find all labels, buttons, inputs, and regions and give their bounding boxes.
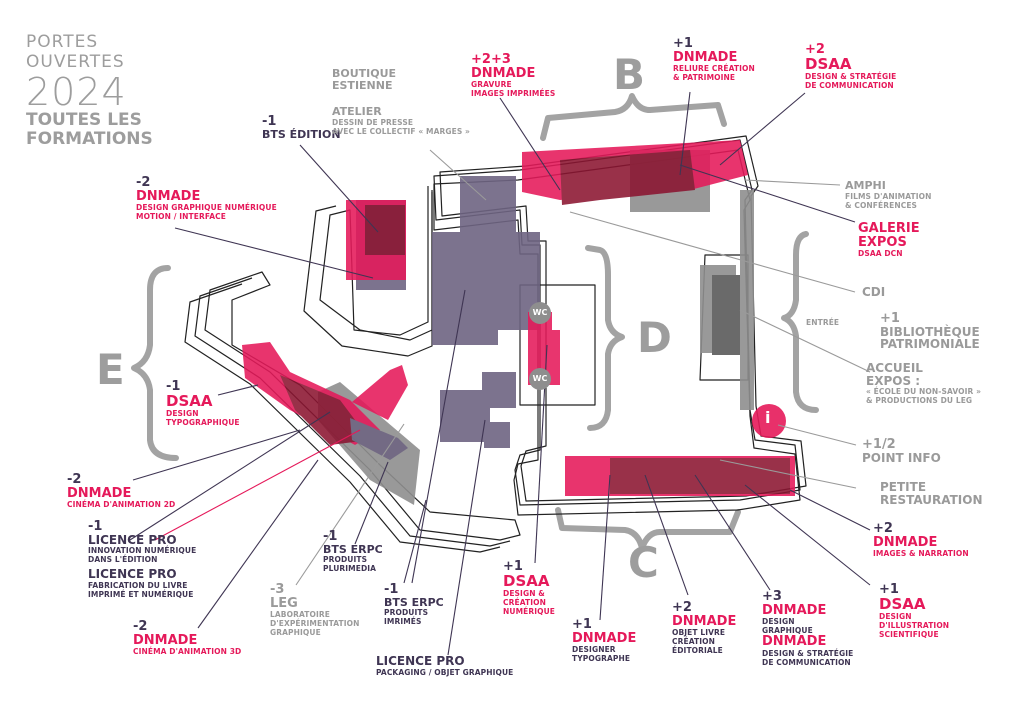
label-accueil: ACCUEIL EXPOS : « ÉCOLE DU NON-SAVOIR » …	[866, 361, 982, 406]
label-dnmade-2d: -2 DNMADE CINÉMA D'ANIMATION 2D	[67, 472, 176, 510]
label-dsaa-strategie: +2 DSAA DESIGN & STRATÉGIE DE COMMUNICAT…	[805, 42, 897, 91]
label-dnmade-3d: -2 DNMADE CINÉMA D'ANIMATION 3D	[133, 619, 242, 657]
label-point-info: +1/2 POINT INFO	[862, 437, 941, 465]
label-amphi: AMPHI FILMS D'ANIMATION & CONFÉRENCES	[845, 179, 932, 210]
label-bts-erpc-imprimes: -1 BTS ERPC PRODUITS IMRIMÉS	[384, 582, 444, 627]
room-atelier	[460, 176, 516, 236]
label-bts-erpc-plurimedia: -1 BTS ERPC PRODUITS PLURIMEDIA	[323, 529, 383, 574]
room-erpc-2	[482, 372, 516, 408]
room-erpc-1	[440, 390, 490, 442]
room-licence-pro	[484, 422, 510, 448]
label-dnmade-graphique: +3 DNMADE DESIGN GRAPHIQUE DNMADE DESIGN…	[762, 589, 854, 667]
zone-b-letter: B	[613, 50, 646, 99]
info-icon: i	[765, 408, 771, 427]
bracket-entree	[781, 231, 819, 413]
bracket-b	[540, 93, 727, 141]
label-licence-edition: -1 LICENCE PRO INNOVATION NUMÉRIQUE DANS…	[88, 519, 197, 599]
wc-top-icon: WC	[529, 302, 551, 324]
label-dsaa-typo: -1 DSAA DESIGN TYPOGRAPHIQUE	[166, 379, 240, 428]
label-dsaa-illustration: +1 DSAA DESIGN D'ILLUSTRATION SCIENTIFIQ…	[879, 582, 950, 640]
room-dnmade-2d	[352, 365, 408, 420]
label-bibliotheque: +1 BIBLIOTHÈQUE PATRIMONIALE	[880, 311, 980, 352]
label-dsaa-numerique: +1 DSAA DESIGN & CRÉATION NUMÉRIQUE	[503, 559, 556, 617]
info-circle	[752, 404, 786, 438]
zone-e-letter: E	[96, 345, 125, 394]
room-central	[432, 232, 540, 345]
room-dsaa-numerique	[528, 312, 560, 385]
label-licence-packaging: LICENCE PRO PACKAGING / OBJET GRAPHIQUE	[376, 654, 514, 677]
wc-bottom-icon: WC	[529, 368, 551, 390]
bracket-c	[555, 507, 741, 551]
label-leg: -3 LEG LABORATOIRE D'EXPÉRIMENTATION GRA…	[270, 582, 360, 638]
zone-c-letter: C	[628, 538, 659, 587]
label-dnmade-objet-livre: +2 DNMADE OBJET LIVRE CRÉATION ÉDITORIAL…	[672, 600, 737, 656]
label-dnmade-narration: +2 DNMADE IMAGES & NARRATION	[873, 521, 969, 559]
label-atelier: ATELIER DESSIN DE PRESSE AVEC LE COLLECT…	[332, 105, 470, 136]
label-dnmade-motion: -2 DNMADE DESIGN GRAPHIQUE NUMÉRIQUE MOT…	[136, 175, 277, 222]
title-year: 2024	[26, 69, 127, 114]
label-entree: ENTRÉE	[806, 318, 840, 327]
title-line4: FORMATIONS	[26, 129, 153, 150]
bracket-e	[131, 265, 179, 461]
label-bts-edition: -1 BTS ÉDITION	[262, 114, 341, 141]
title-line3: TOUTES LES	[26, 109, 142, 130]
title-line1: PORTES	[26, 32, 99, 52]
label-petite-restauration: PETITE RESTAURATION	[880, 480, 983, 507]
label-dnmade-typographe: +1 DNMADE DESIGNER TYPOGRAPHE	[572, 617, 637, 664]
label-boutique: BOUTIQUE ESTIENNE	[332, 67, 397, 92]
label-cdi: CDI	[862, 285, 886, 299]
label-dnmade-reliure: +1 DNMADE RELIURE CRÉATION & PATRIMOINE	[673, 36, 755, 83]
title-line2: OUVERTES	[26, 52, 125, 73]
room-cdi-corridor	[740, 190, 754, 410]
label-galerie: GALERIE EXPOS DSAA DCN	[858, 221, 920, 259]
poster-title: PORTES OUVERTES 2024 TOUTES LES FORMATIO…	[26, 32, 153, 150]
bracket-d	[585, 245, 625, 431]
zone-d-letter: D	[637, 313, 672, 362]
label-dnmade-gravure: +2+3 DNMADE GRAVURE IMAGES IMPRIMÉES	[471, 52, 556, 99]
